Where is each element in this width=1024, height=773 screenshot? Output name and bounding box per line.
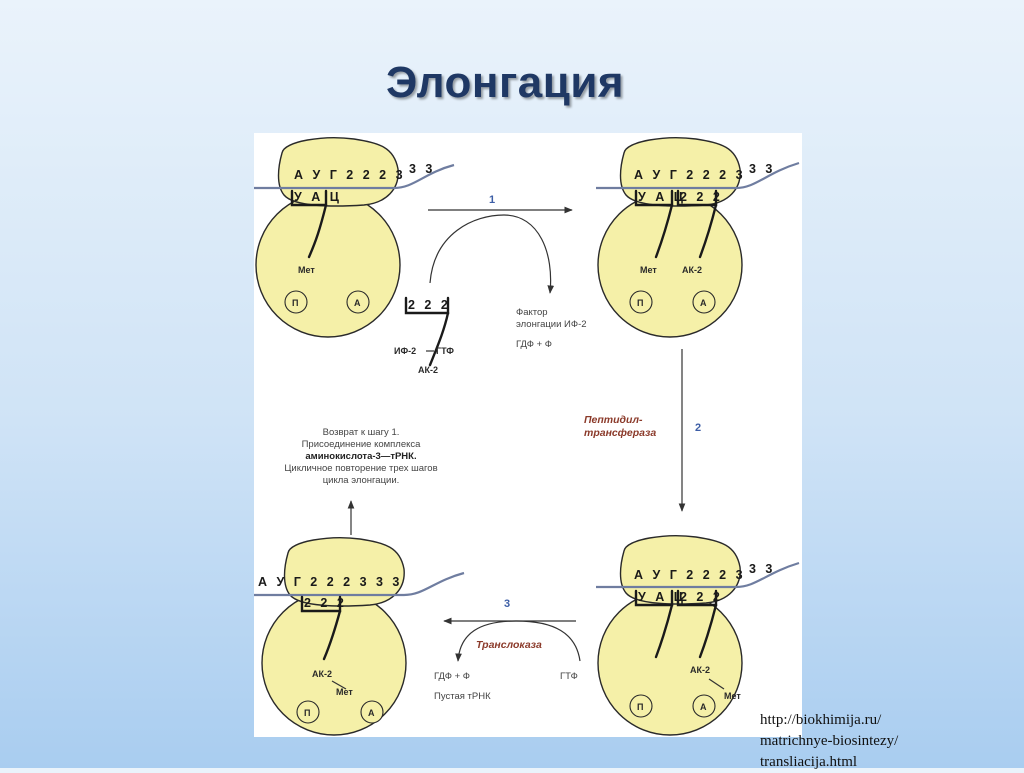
mrna-codons: А У Г 2 2 2 3 — [634, 168, 746, 182]
mrna-codons: А У Г 2 2 2 3 — [634, 568, 746, 582]
step-2: Пептидил- трансфераза 2 — [584, 349, 701, 512]
anticodon-1: У А Ц — [638, 590, 686, 604]
ribosome-bottom-right: А У Г 2 2 2 3 3 3 У А Ц 2 2 2 АК-2 Мет П… — [596, 535, 800, 736]
step-3-products: ГДФ + Ф — [434, 671, 470, 682]
step-3-gtp: ГТФ — [560, 671, 578, 682]
p-site-label: П — [637, 298, 643, 308]
step-1: 1 Фактор элонгации ИФ-2 ГДФ + Ф — [428, 194, 587, 350]
a-site — [360, 700, 384, 724]
return-line5: цикла элонгации. — [323, 475, 400, 486]
trna-stem-1 — [654, 603, 674, 659]
mrna-strand — [254, 571, 465, 597]
anticodon: У А Ц — [294, 190, 342, 204]
mrna-codons: А У Г 2 2 2 3 — [294, 168, 406, 182]
p-site-label: П — [637, 702, 643, 712]
step-1-number: 1 — [489, 194, 495, 206]
trna-stem — [322, 609, 342, 661]
source-line-2[interactable]: matrichnye-biosintezy/ — [760, 733, 899, 749]
peptide-link — [331, 680, 347, 690]
mrna-strand — [254, 163, 455, 190]
amino-acid-label: АК-2 — [418, 365, 438, 375]
slide-title: Элонгация — [385, 58, 625, 107]
a-site-label: А — [354, 298, 361, 308]
p-site-label: П — [304, 708, 310, 718]
trna-bracket — [404, 296, 450, 315]
amino-acid-1: Мет — [640, 265, 657, 275]
return-line1: Возврат к шагу 1. — [323, 427, 400, 438]
trna-stem — [428, 311, 450, 367]
peptide-link — [708, 678, 725, 690]
trna-bracket-1 — [634, 189, 674, 207]
step-2-number: 2 — [695, 422, 701, 434]
ribosome-top-left: А У Г 2 2 2 3 3 3 У А Ц Мет П А — [254, 137, 455, 338]
anticodon-1: У А Ц — [638, 190, 686, 204]
elongation-diagram: А У Г 2 2 2 3 3 3 У А Ц Мет П А А У Г 2 … — [254, 133, 802, 737]
factor-label: ИФ-2 — [394, 346, 416, 356]
elongation-svg: А У Г 2 2 2 3 3 3 У А Ц Мет П А А У Г 2 … — [254, 137, 800, 736]
ribosome-bottom-left: А У Г 2 2 2 3 3 3 2 2 2 АК-2 Мет П А — [254, 537, 465, 736]
p-site — [629, 290, 653, 314]
trna-stem-2 — [698, 203, 718, 259]
a-site-label: А — [700, 702, 707, 712]
a-site-label: А — [368, 708, 375, 718]
trna-stem-2 — [698, 603, 718, 659]
mrna-codons: А У Г 2 2 2 3 3 3 — [258, 575, 402, 589]
a-site — [692, 694, 716, 718]
large-subunit — [255, 192, 401, 338]
p-site-label: П — [292, 298, 298, 308]
anticodon: 2 2 2 — [304, 596, 347, 610]
amino-acid-1: АК-2 — [690, 665, 710, 675]
trna-stem — [307, 203, 328, 259]
amino-acid-2: Мет — [724, 691, 741, 701]
trna-bracket-2 — [676, 589, 718, 607]
large-subunit — [261, 590, 407, 736]
trna-bracket — [290, 189, 328, 207]
step-1-factor-line2: элонгации ИФ-2 — [516, 319, 587, 330]
step-3-empty-trna: Пустая тРНК — [434, 691, 491, 702]
step-1-products: ГДФ + Ф — [516, 339, 552, 350]
return-line3: аминокислота-3—тРНК. — [305, 451, 416, 462]
mrna-strand — [596, 561, 800, 589]
amino-acid: Мет — [298, 265, 315, 275]
anticodon-2: 2 2 2 — [680, 590, 723, 604]
step-1-curve-arrow — [429, 214, 555, 294]
mrna-strand — [596, 161, 800, 190]
trna-stem-1 — [654, 203, 674, 259]
return-line2: Присоединение комплекса — [302, 439, 422, 450]
aminoacyl-trna-complex: 2 2 2 ИФ-2 ГТФ АК-2 — [394, 296, 454, 375]
mrna-tail: 3 3 — [749, 162, 775, 176]
ribosome-top-right: А У Г 2 2 2 3 3 3 У А Ц 2 2 2 Мет АК-2 П… — [596, 137, 800, 338]
step-2-enzyme-line1: Пептидил- — [584, 414, 643, 426]
a-site — [692, 290, 716, 314]
return-line4: Цикличное повторение трех шагов — [284, 463, 437, 474]
complex-anticodon: 2 2 2 — [408, 298, 451, 312]
a-site-label: А — [700, 298, 707, 308]
trna-bracket-2 — [676, 189, 718, 207]
step-3-curve-arrow — [455, 620, 581, 662]
source-line-3[interactable]: transliacija.html — [760, 754, 858, 770]
amino-acid-1: АК-2 — [312, 669, 332, 679]
trna-bracket — [300, 595, 342, 613]
gtp-label: ГТФ — [436, 346, 454, 356]
return-note: Возврат к шагу 1. Присоединение комплекс… — [284, 427, 438, 535]
amino-acid-2: АК-2 — [682, 265, 702, 275]
step-1-factor-line1: Фактор — [516, 307, 548, 318]
step-2-enzyme-line2: трансфераза — [584, 427, 656, 439]
mrna-tail: 3 3 — [749, 562, 775, 576]
trna-bracket-1 — [634, 589, 674, 607]
p-site — [296, 700, 320, 724]
step-3-number: 3 — [504, 598, 510, 610]
step-3: 3 Транслоказа ГТФ ГДФ + Ф Пустая тРНК — [434, 598, 581, 702]
p-site — [284, 290, 308, 314]
source-caption: http://biokhimija.ru/ matrichnye-biosint… — [760, 710, 1020, 773]
step-3-enzyme: Транслоказа — [476, 639, 542, 651]
mrna-tail: 3 3 — [409, 162, 435, 176]
amino-acid-2: Мет — [336, 687, 353, 697]
source-line-1[interactable]: http://biokhimija.ru/ — [760, 712, 882, 728]
a-site — [346, 290, 370, 314]
p-site — [629, 694, 653, 718]
anticodon-2: 2 2 2 — [680, 190, 723, 204]
